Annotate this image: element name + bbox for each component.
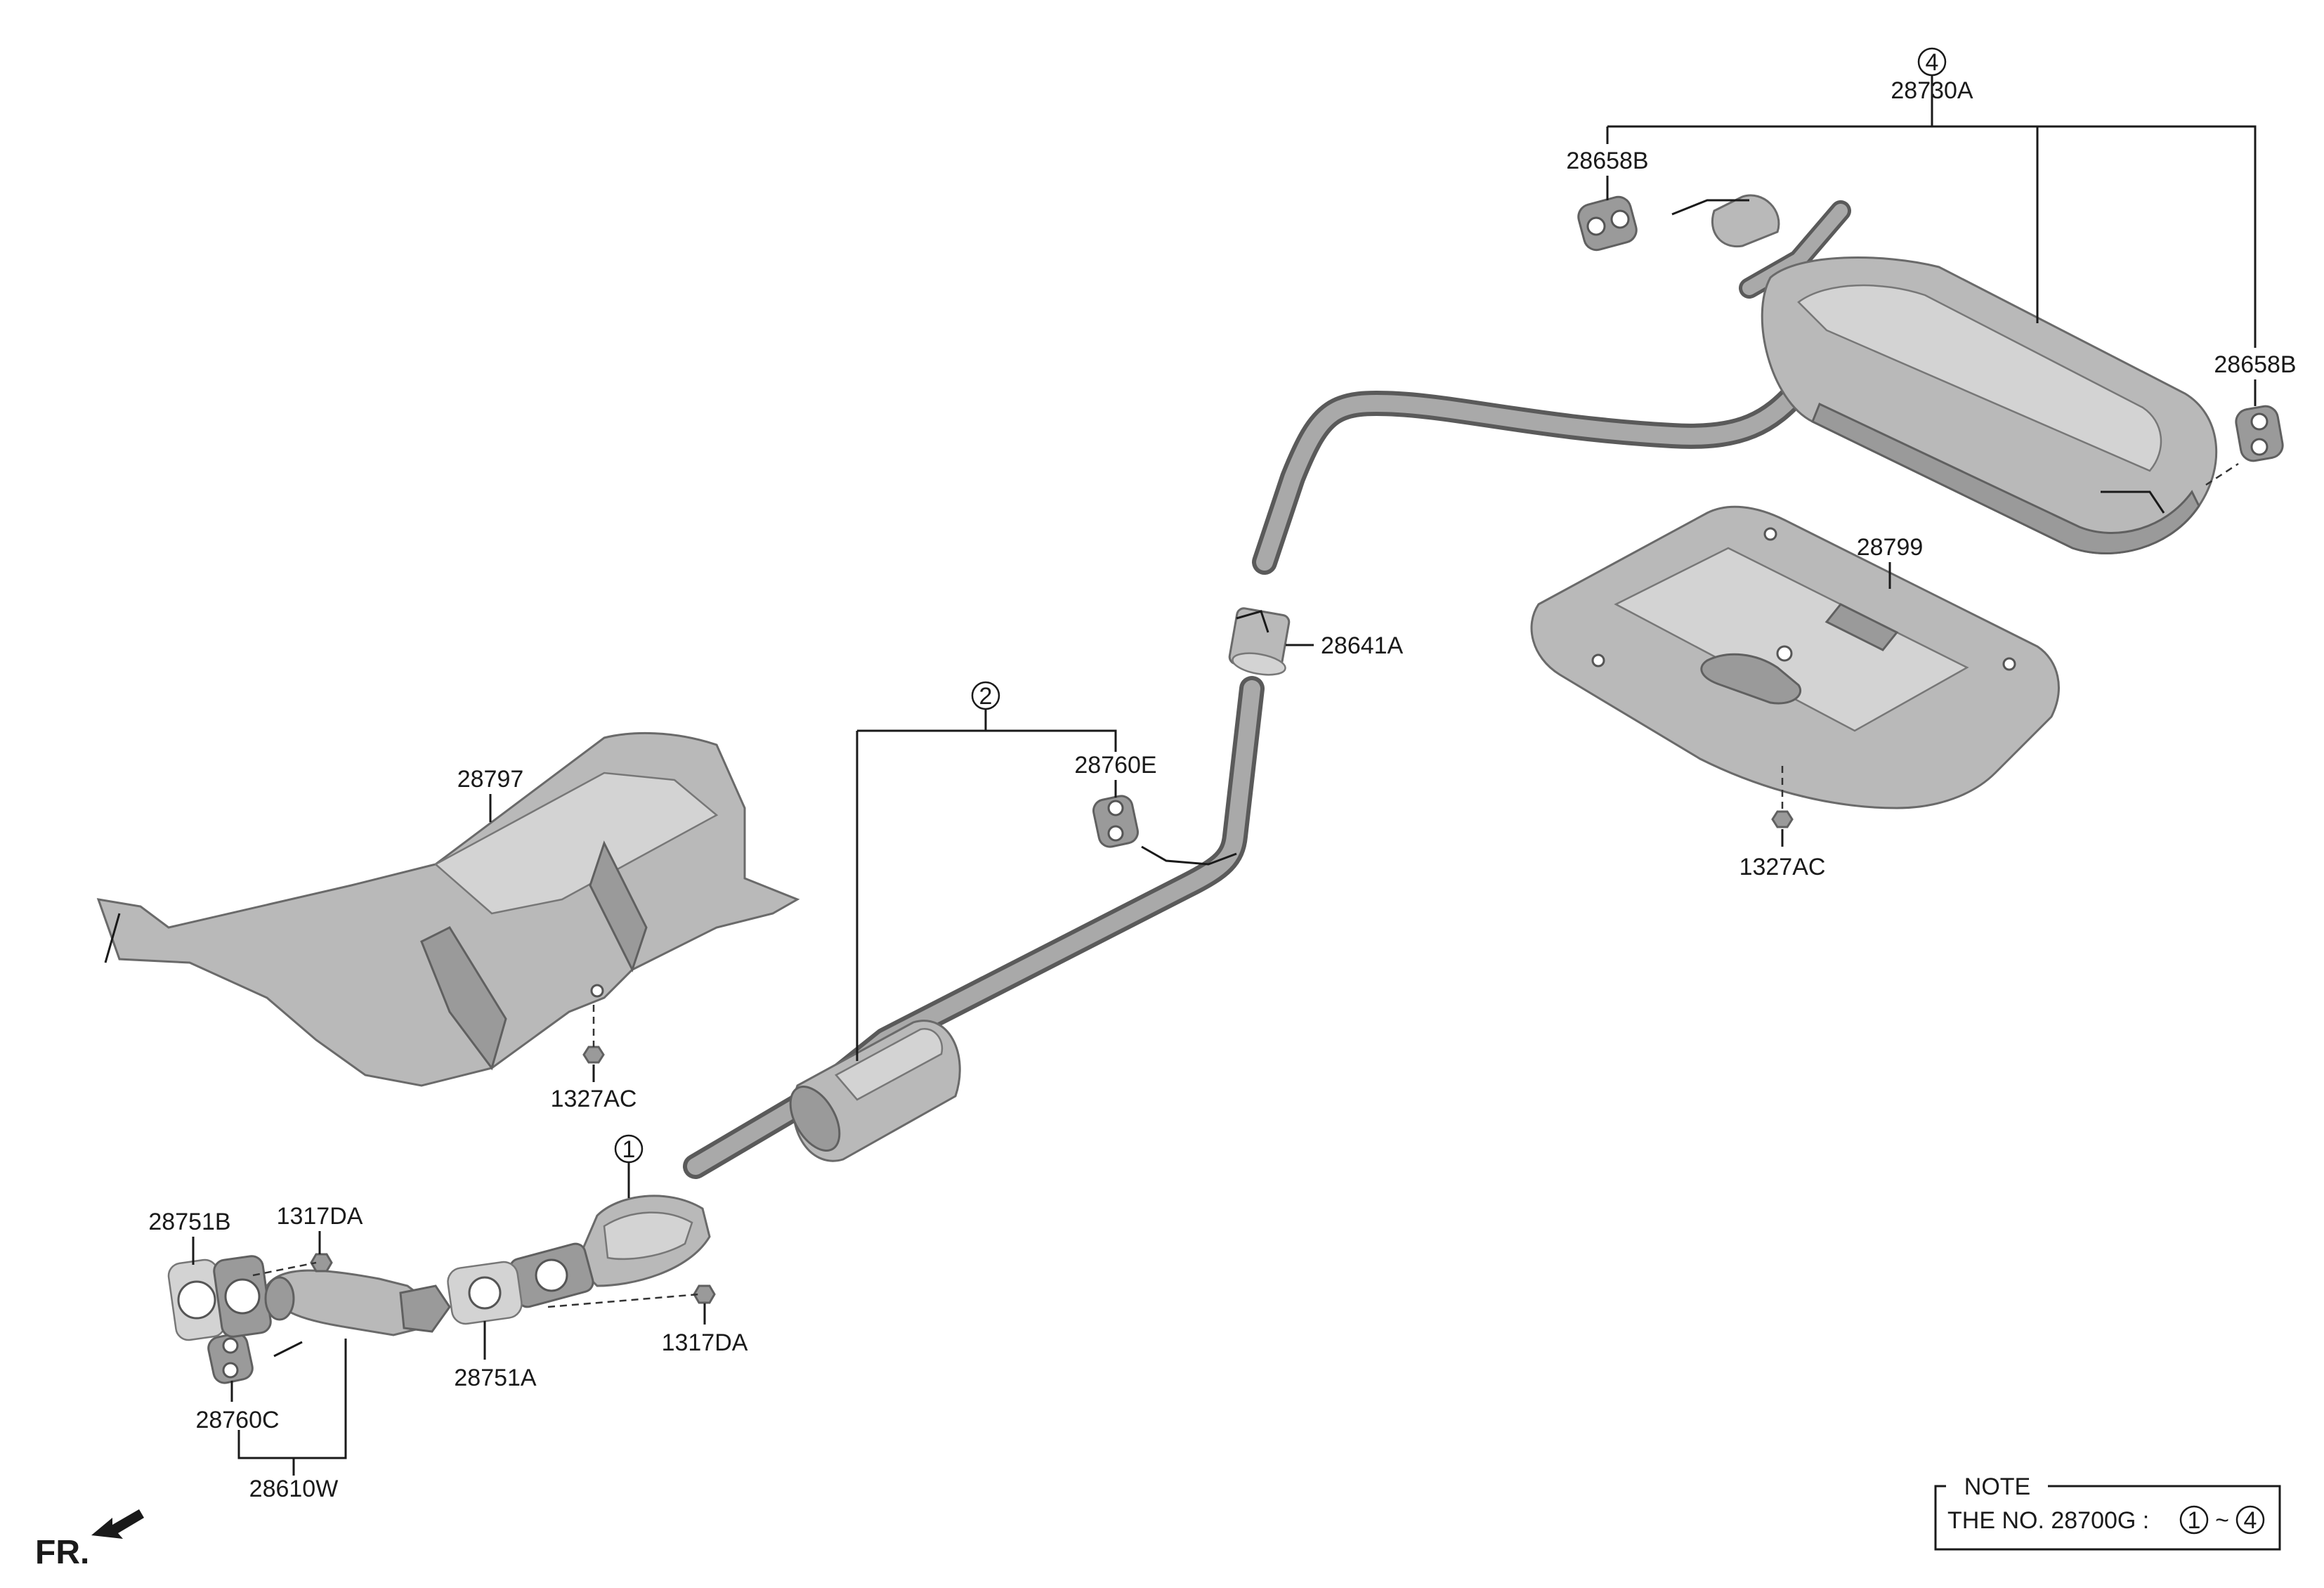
label-1327AC-left: 1327AC — [551, 1086, 637, 1112]
center-resonator — [789, 1020, 961, 1162]
nut-1327AC-left — [582, 1046, 605, 1064]
callout-2: 2 — [971, 681, 1000, 710]
muffler-hanger-rod — [1671, 199, 1749, 216]
label-28730A: 28730A — [1891, 77, 1973, 104]
pipe-clamp — [1228, 607, 1291, 676]
label-28658B-right: 28658B — [2214, 351, 2296, 378]
label-28797: 28797 — [457, 766, 524, 793]
label-1327AC-right: 1327AC — [1739, 854, 1826, 880]
note-range-sep: ~ — [2215, 1507, 2229, 1534]
front-arrow-icon — [91, 1509, 144, 1539]
front-heat-protector — [96, 731, 800, 1087]
svg-text:2: 2 — [979, 683, 993, 710]
note-title: NOTE — [1964, 1473, 2030, 1500]
label-28751A: 28751A — [454, 1365, 537, 1391]
front-label: FR. — [35, 1534, 89, 1571]
callout-4: 4 — [1917, 47, 1947, 77]
label-28760C: 28760C — [195, 1407, 279, 1433]
note-text: THE NO. 28700G : — [1947, 1507, 2149, 1534]
note-range-from: 1 — [2188, 1507, 2201, 1534]
hanger-28760C — [207, 1332, 303, 1384]
label-28658B-left: 28658B — [1566, 148, 1648, 174]
callout-1: 1 — [614, 1134, 644, 1164]
label-1317DA-top: 1317DA — [277, 1203, 363, 1230]
nut-1317DA-top — [310, 1253, 333, 1273]
rear-muffler — [1711, 194, 2218, 554]
alignment-lines — [252, 462, 2239, 1308]
front-direction-indicator: FR. — [35, 1509, 144, 1571]
gasket-28751A — [447, 1261, 523, 1325]
label-28799: 28799 — [1857, 534, 1924, 561]
label-28641A: 28641A — [1321, 632, 1404, 659]
label-1317DA-bottom: 1317DA — [662, 1329, 748, 1356]
label-28610W: 28610W — [249, 1476, 339, 1502]
flange-front — [213, 1255, 272, 1338]
hanger-28658B-right — [2235, 405, 2284, 462]
svg-text:1: 1 — [622, 1136, 636, 1163]
gasket-28751B — [167, 1258, 226, 1341]
hanger-28658B-left — [1577, 195, 1638, 252]
catalytic-converter — [509, 1195, 711, 1308]
rear-heat-protector — [1530, 505, 2060, 809]
note-box: NOTE THE NO. 28700G : 1 ~ 4 — [1934, 1473, 2281, 1551]
exhaust-pipe — [683, 377, 1811, 1179]
label-28751B: 28751B — [148, 1209, 230, 1235]
leader-lines — [192, 74, 2257, 1476]
note-range-to: 4 — [2244, 1507, 2257, 1534]
front-pipe-28610W — [264, 1269, 451, 1336]
label-28760E: 28760E — [1074, 752, 1156, 779]
svg-text:4: 4 — [1926, 49, 1939, 76]
hanger-28760E — [1092, 795, 1237, 866]
nut-1327AC-right — [1771, 810, 1794, 828]
